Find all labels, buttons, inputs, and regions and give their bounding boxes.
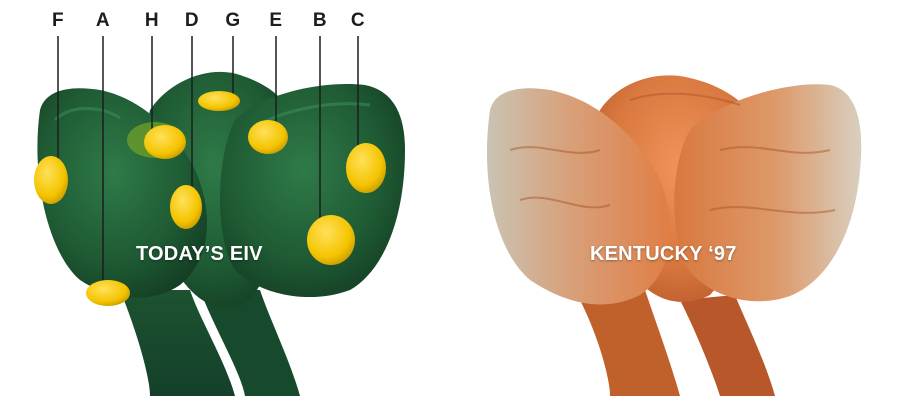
marker-g	[198, 91, 240, 111]
right-model-caption: KENTUCKY ‘97	[590, 243, 737, 266]
marker-d	[170, 185, 202, 229]
label-a: A	[91, 10, 115, 32]
right-orange-model	[487, 75, 861, 396]
label-f: F	[46, 10, 70, 32]
label-d: D	[180, 10, 204, 32]
left-model-caption: TODAY’S EIV	[136, 243, 263, 266]
marker-h	[144, 125, 186, 159]
label-b: B	[308, 10, 332, 32]
label-g: G	[221, 10, 245, 32]
label-c: C	[346, 10, 370, 32]
marker-c	[346, 143, 386, 193]
label-e: E	[264, 10, 288, 32]
marker-b	[307, 215, 355, 265]
marker-a	[86, 280, 130, 306]
marker-e	[248, 120, 288, 154]
label-h: H	[140, 10, 164, 32]
marker-f	[34, 156, 68, 204]
